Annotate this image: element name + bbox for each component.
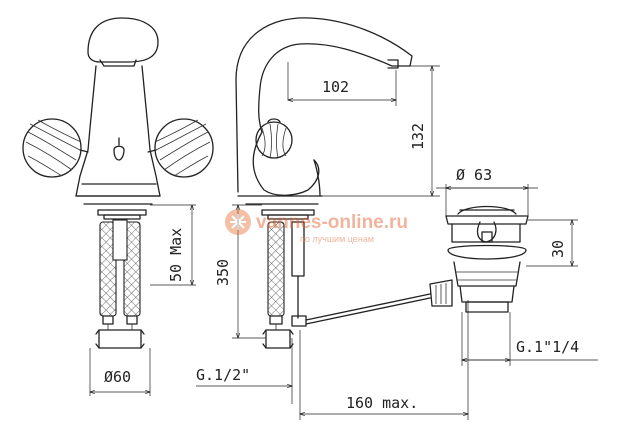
hose-length-label: 350	[214, 259, 232, 286]
watermark-site: vannes-online.ru	[256, 212, 408, 233]
watermark-tagline: по лучшим ценам	[300, 234, 374, 244]
left-ball-handle	[22, 118, 89, 178]
front-view: Ø60 50 Max	[22, 17, 214, 396]
max-projection-label: 50 Max	[167, 228, 185, 282]
base-diameter-left-label: Ø60	[104, 368, 131, 386]
hose-thread-label: G.1/2"	[196, 366, 250, 384]
drain-height-label: 30	[549, 240, 567, 258]
snowflake-logo-icon	[225, 209, 251, 235]
spout-reach-label: 102	[322, 78, 349, 96]
right-ball-handle	[147, 118, 214, 178]
side-view: 102 132 350 G.1/2" 160 max.	[196, 17, 468, 420]
drain-thread-label: G.1"1/4	[516, 338, 579, 356]
base-diameter-right-label: Ø 63	[456, 166, 492, 184]
watermark: vannes-online.ru по лучшим ценам	[225, 209, 408, 244]
side-ball-handle	[255, 118, 293, 159]
height-label: 132	[409, 123, 427, 150]
rod-length-label: 160 max.	[346, 394, 418, 412]
drain-view: Ø 63 30 G.1"1/4	[429, 166, 598, 366]
